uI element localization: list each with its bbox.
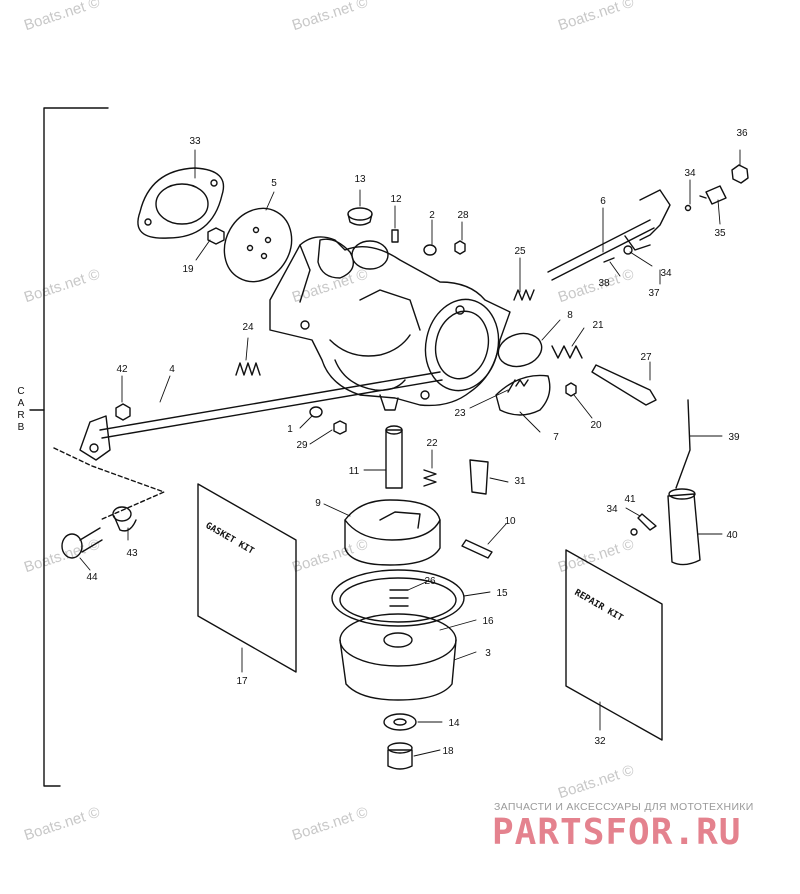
callout-3: 3 — [485, 648, 491, 659]
throttle-shaft-4 — [79, 371, 443, 461]
spring-25 — [513, 289, 535, 301]
washer-1 — [309, 406, 323, 418]
carb-side-label: C A R B — [17, 386, 25, 433]
washer-2 — [423, 244, 437, 256]
pin-41 — [637, 513, 657, 531]
callout-4: 4 — [169, 364, 175, 375]
plug-13 — [347, 207, 373, 226]
nut-36 — [731, 164, 749, 184]
callout-37: 37 — [648, 288, 660, 299]
float-40 — [667, 488, 701, 566]
spring-22 — [423, 469, 437, 487]
callout-42: 42 — [116, 364, 128, 375]
callout-11: 11 — [349, 466, 360, 477]
callout-29: 29 — [296, 440, 308, 451]
callout-33: 33 — [189, 136, 201, 147]
assembly-bracket — [43, 107, 109, 787]
callout-34c: 34 — [606, 504, 618, 515]
callout-14: 14 — [448, 718, 460, 729]
callout-21: 21 — [592, 320, 604, 331]
throttle-plate-7 — [495, 374, 551, 416]
callout-44: 44 — [86, 572, 98, 583]
callout-2: 2 — [429, 210, 435, 221]
screw-12 — [391, 229, 399, 243]
throttle-lever-8 — [497, 332, 543, 368]
callout-10: 10 — [504, 516, 516, 527]
screw-44 — [61, 527, 103, 559]
callout-43: 43 — [126, 548, 138, 559]
callout-12: 12 — [390, 194, 402, 205]
footer-tagline: ЗАПЧАСТИ И АКСЕССУАРЫ ДЛЯ МОТОТЕХНИКИ — [494, 801, 754, 813]
gasket-kit-17 — [197, 483, 297, 673]
float-9 — [344, 499, 441, 566]
callout-17: 17 — [236, 676, 248, 687]
callout-20: 20 — [590, 420, 602, 431]
callout-27: 27 — [640, 352, 652, 363]
dashed-link — [53, 447, 165, 521]
callout-16: 16 — [482, 616, 494, 627]
carburetor-body — [269, 236, 511, 411]
footer-brand-logo: PARTSFOR.RU — [492, 812, 742, 853]
washer-37 — [623, 245, 633, 255]
callout-40: 40 — [726, 530, 738, 541]
plug-18 — [387, 742, 413, 770]
callout-9: 9 — [315, 498, 321, 509]
callout-34b: 34 — [660, 268, 672, 279]
callout-22: 22 — [426, 438, 438, 449]
gasket-15 — [331, 569, 465, 627]
callout-8: 8 — [567, 310, 573, 321]
callout-numbers: 33 5 19 13 12 2 28 25 6 34 36 35 34 37 3… — [86, 128, 748, 757]
nut-19 — [207, 227, 225, 245]
gasket-33 — [137, 167, 225, 239]
ball-34c — [630, 528, 638, 536]
callout-24: 24 — [242, 322, 254, 333]
repair-kit-label: REPAIR KIT — [573, 588, 625, 624]
callout-41: 41 — [624, 494, 636, 505]
spring-24 — [235, 362, 261, 376]
callout-6: 6 — [600, 196, 606, 207]
spring-21 — [551, 345, 583, 359]
callout-39: 39 — [728, 432, 740, 443]
callout-19: 19 — [182, 264, 194, 275]
gasket-kit-label: GASKET KIT — [204, 521, 256, 557]
nut-42 — [115, 403, 131, 421]
needle-27 — [591, 364, 657, 406]
callout-32: 32 — [594, 736, 606, 747]
callout-15: 15 — [496, 588, 508, 599]
callout-7: 7 — [553, 432, 559, 443]
bowl-3 — [339, 613, 457, 701]
callout-31: 31 — [514, 476, 526, 487]
bushing-43 — [112, 506, 137, 532]
callout-25: 25 — [514, 246, 526, 257]
callout-38: 38 — [598, 278, 610, 289]
callout-35: 35 — [714, 228, 726, 239]
callout-5: 5 — [271, 178, 277, 189]
callout-13: 13 — [354, 174, 366, 185]
callout-26: 26 — [424, 576, 436, 587]
callout-36: 36 — [736, 128, 748, 139]
leader-lines — [79, 149, 741, 757]
diaphragm-5 — [223, 207, 293, 283]
pin-38 — [603, 257, 615, 263]
ball-34 — [684, 204, 692, 212]
screw-28 — [454, 240, 466, 255]
callout-34a: 34 — [684, 168, 696, 179]
pin-10 — [461, 539, 493, 559]
spring-23 — [515, 379, 529, 387]
fitting-35 — [699, 185, 727, 205]
callout-1: 1 — [287, 424, 293, 435]
wire-39 — [675, 399, 691, 489]
choke-shaft-6 — [547, 189, 671, 281]
repair-kit-32 — [565, 549, 663, 741]
needle-31 — [469, 459, 489, 495]
callout-18: 18 — [442, 746, 454, 757]
washer-14 — [383, 713, 417, 731]
screw-20 — [565, 382, 577, 397]
callout-28: 28 — [457, 210, 469, 221]
tube-11 — [385, 425, 403, 489]
screw-29 — [333, 420, 347, 435]
callout-23: 23 — [454, 408, 466, 419]
spring-26 — [389, 589, 409, 607]
